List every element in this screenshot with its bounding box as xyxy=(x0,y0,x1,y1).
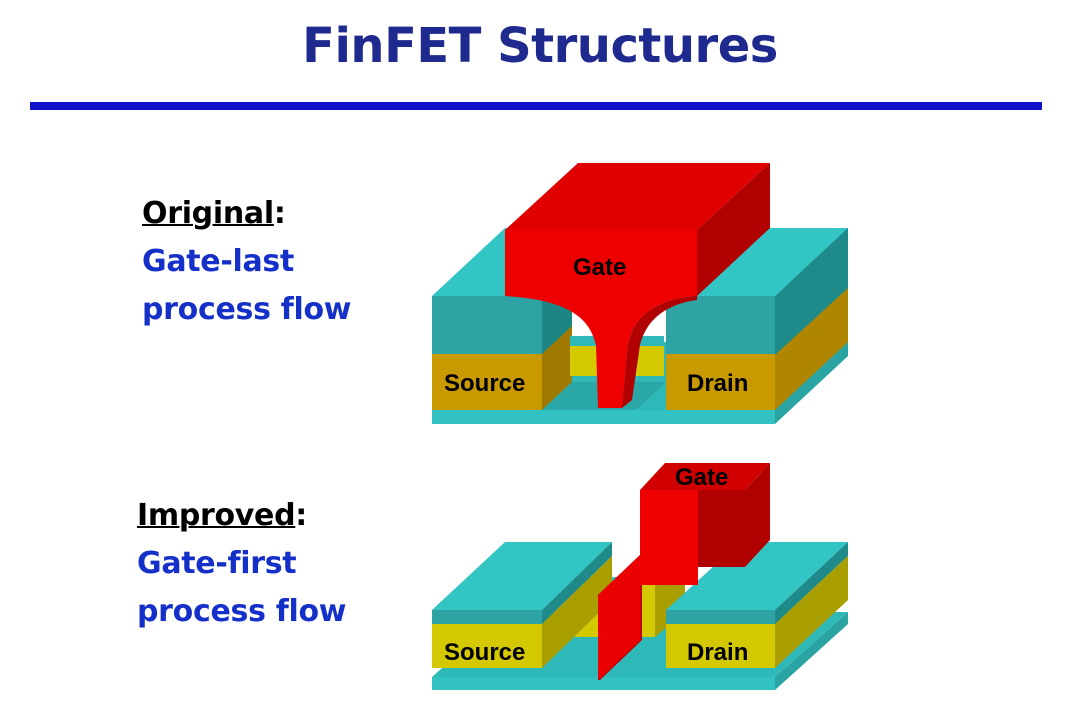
drain-label-top: Drain xyxy=(687,370,748,397)
fin-left-piece xyxy=(570,346,598,376)
gate-last-structure: Gate Source Drain xyxy=(432,163,848,424)
gate-right-face xyxy=(697,163,770,296)
gate-first-structure: Gate Source Drain xyxy=(432,463,848,690)
gate-top-face xyxy=(505,163,770,230)
gate-label-bottom: Gate xyxy=(675,464,728,491)
improved-caption: Improved: Gate-first process flow xyxy=(137,492,347,636)
drain-front-2 xyxy=(666,624,775,668)
source-oxide-front xyxy=(432,296,542,354)
drain-top-2 xyxy=(666,542,848,610)
gate-label-top: Gate xyxy=(573,254,626,281)
drain-oxide-front xyxy=(666,296,775,354)
substrate-front-2 xyxy=(432,677,775,690)
source-label-top: Source xyxy=(444,370,525,397)
title-underline xyxy=(30,102,1042,110)
original-caption: Original: Gate-last process flow xyxy=(142,190,352,334)
improved-line-2: process flow xyxy=(137,594,347,629)
gate-tower-front xyxy=(640,490,698,585)
improved-heading: Improved xyxy=(137,498,296,533)
drain-label-bottom: Drain xyxy=(687,639,748,666)
original-line-1: Gate-last xyxy=(142,244,295,279)
drain-side-2 xyxy=(775,556,848,668)
gate-tower-side xyxy=(698,463,770,567)
source-top-2 xyxy=(432,542,612,610)
drain-right-side xyxy=(775,288,848,410)
source-front xyxy=(432,354,542,410)
fin-right-piece xyxy=(636,346,664,376)
source-label-bottom: Source xyxy=(444,639,525,666)
original-heading: Original xyxy=(142,196,274,231)
original-line-2: process flow xyxy=(142,292,352,327)
improved-line-1: Gate-first xyxy=(137,546,297,581)
page-title: FinFET Structures xyxy=(302,18,778,74)
drain-front xyxy=(666,354,775,410)
gate-tower-top xyxy=(640,463,770,490)
gate-front-face xyxy=(505,230,697,408)
source-front-2 xyxy=(432,624,542,668)
substrate-front xyxy=(432,410,775,424)
